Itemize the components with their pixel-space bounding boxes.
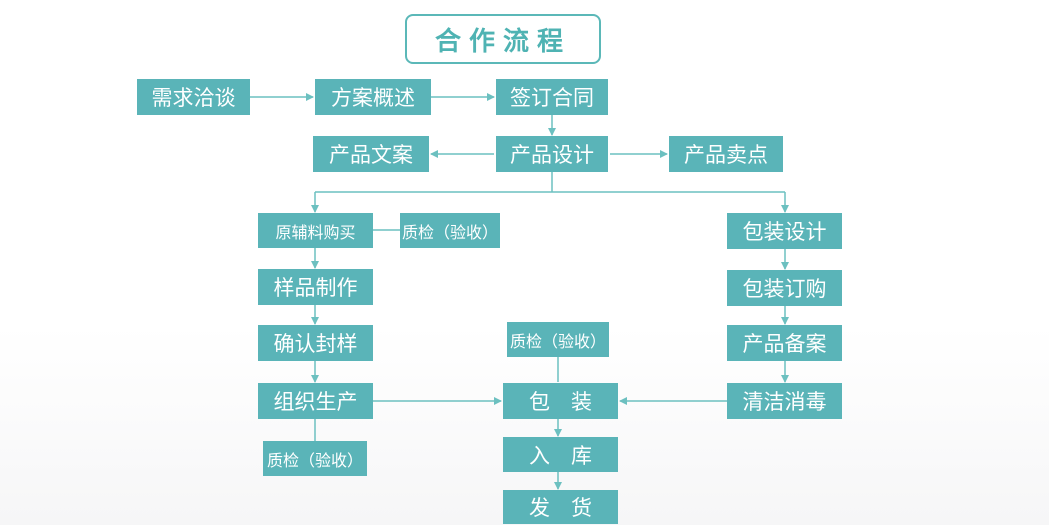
node-shengchan: 组织生产 xyxy=(258,383,373,419)
node-zhijian3: 质检（验收） xyxy=(263,441,367,476)
node-zhijian1: 质检（验收） xyxy=(400,213,500,248)
node-baozhuang: 包 装 xyxy=(503,383,618,419)
node-xuqiu: 需求洽谈 xyxy=(137,79,250,115)
node-qingjie: 清洁消毒 xyxy=(727,383,842,419)
diagram-title: 合作流程 xyxy=(405,14,601,64)
node-ruku: 入 库 xyxy=(503,437,618,472)
node-fahuo: 发 货 xyxy=(503,490,618,524)
node-yuanfuliao: 原辅料购买 xyxy=(258,213,373,248)
node-beian: 产品备案 xyxy=(727,325,842,361)
node-baozhuang-sheji: 包装设计 xyxy=(727,213,842,249)
node-baozhuang-dinggou: 包装订购 xyxy=(727,270,842,306)
node-fangan: 方案概述 xyxy=(315,79,431,115)
node-zhijian2: 质检（验收） xyxy=(507,322,609,357)
node-yangpin: 样品制作 xyxy=(258,269,373,305)
node-sheji: 产品设计 xyxy=(496,136,608,172)
node-qianding: 签订合同 xyxy=(496,79,608,115)
node-wenan: 产品文案 xyxy=(313,136,429,172)
node-maidian: 产品卖点 xyxy=(669,136,783,172)
node-queren: 确认封样 xyxy=(258,325,373,361)
